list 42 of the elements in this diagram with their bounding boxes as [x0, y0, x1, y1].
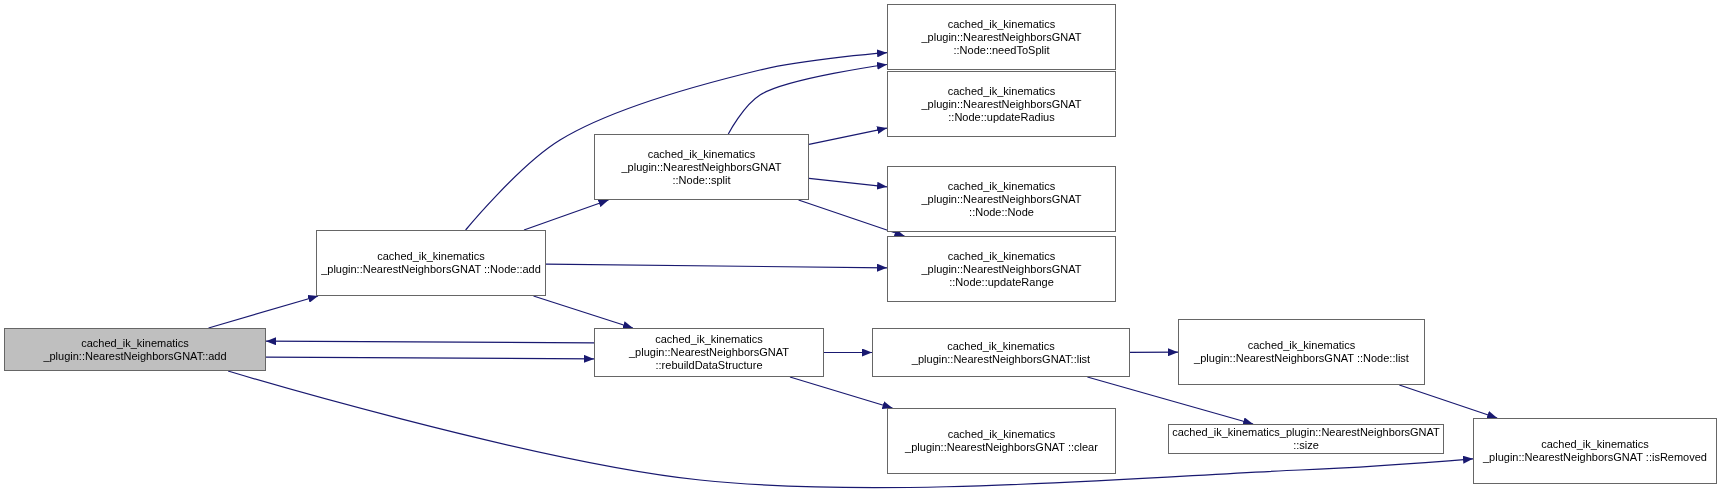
function-box — [887, 236, 1116, 302]
arrow — [265, 354, 595, 363]
arrow — [727, 61, 888, 135]
arrow — [1129, 348, 1179, 357]
function-name: cached_ik_kinematics _plugin::NearestNeighborsGNAT::list — [910, 339, 1092, 366]
function-name: cached_ik_kinematics _plugin::NearestNeighborsGNAT::add — [42, 336, 228, 363]
function-name: cached_ik_kinematics _plugin::NearestNeighborsGNAT ::Node::needToSplit — [920, 17, 1083, 57]
arrow — [808, 177, 888, 190]
function-box — [1473, 418, 1717, 484]
arrow — [207, 294, 319, 329]
function-name: cached_ik_kinematics _plugin::NearestNeighborsGNAT ::rebuildDataStructure — [628, 333, 790, 372]
arrow — [465, 49, 888, 231]
arrow — [265, 337, 595, 346]
function-name: cached_ik_kinematics _plugin::NearestNeighborsGNAT ::isRemoved — [1482, 438, 1708, 464]
arrow — [532, 295, 634, 329]
arrow — [1398, 384, 1498, 419]
function-box — [594, 328, 824, 377]
function-box — [1178, 319, 1425, 385]
arrow — [823, 348, 873, 357]
function-name: cached_ik_kinematics _plugin::NearestNeighborsGNAT ::Node::updateRange — [920, 249, 1083, 289]
function-box — [594, 134, 809, 200]
arrow — [1086, 376, 1254, 426]
function-box — [872, 328, 1130, 377]
function-box — [4, 328, 266, 371]
function-name: cached_ik_kinematics _plugin::NearestNeighborsGNAT ::Node::updateRadius — [920, 84, 1083, 124]
function-name: cached_ik_kinematics _plugin::NearestNeighborsGNAT ::Node::split — [620, 147, 783, 187]
function-box — [316, 230, 546, 296]
arrow — [523, 199, 610, 231]
arrow — [797, 199, 906, 237]
arrow — [227, 370, 1474, 489]
arrow — [545, 263, 888, 272]
arrow — [808, 126, 888, 146]
function-name: cached_ik_kinematics _plugin::NearestNeighborsGNAT ::Node::add — [320, 250, 542, 276]
function-box — [887, 408, 1116, 474]
function-name: cached_ik_kinematics _plugin::NearestNeighborsGNAT ::Node::list — [1193, 339, 1410, 365]
function-box — [887, 71, 1116, 137]
function-name: cached_ik_kinematics _plugin::NearestNeighborsGNAT ::Node::Node — [920, 179, 1083, 219]
function-name: cached_ik_kinematics_plugin::NearestNeighborsGNAT::size — [1171, 426, 1441, 452]
arrow — [789, 376, 894, 409]
function-box — [887, 166, 1116, 232]
function-box — [887, 4, 1116, 70]
function-name: cached_ik_kinematics _plugin::NearestNeighborsGNAT ::clear — [904, 428, 1099, 454]
